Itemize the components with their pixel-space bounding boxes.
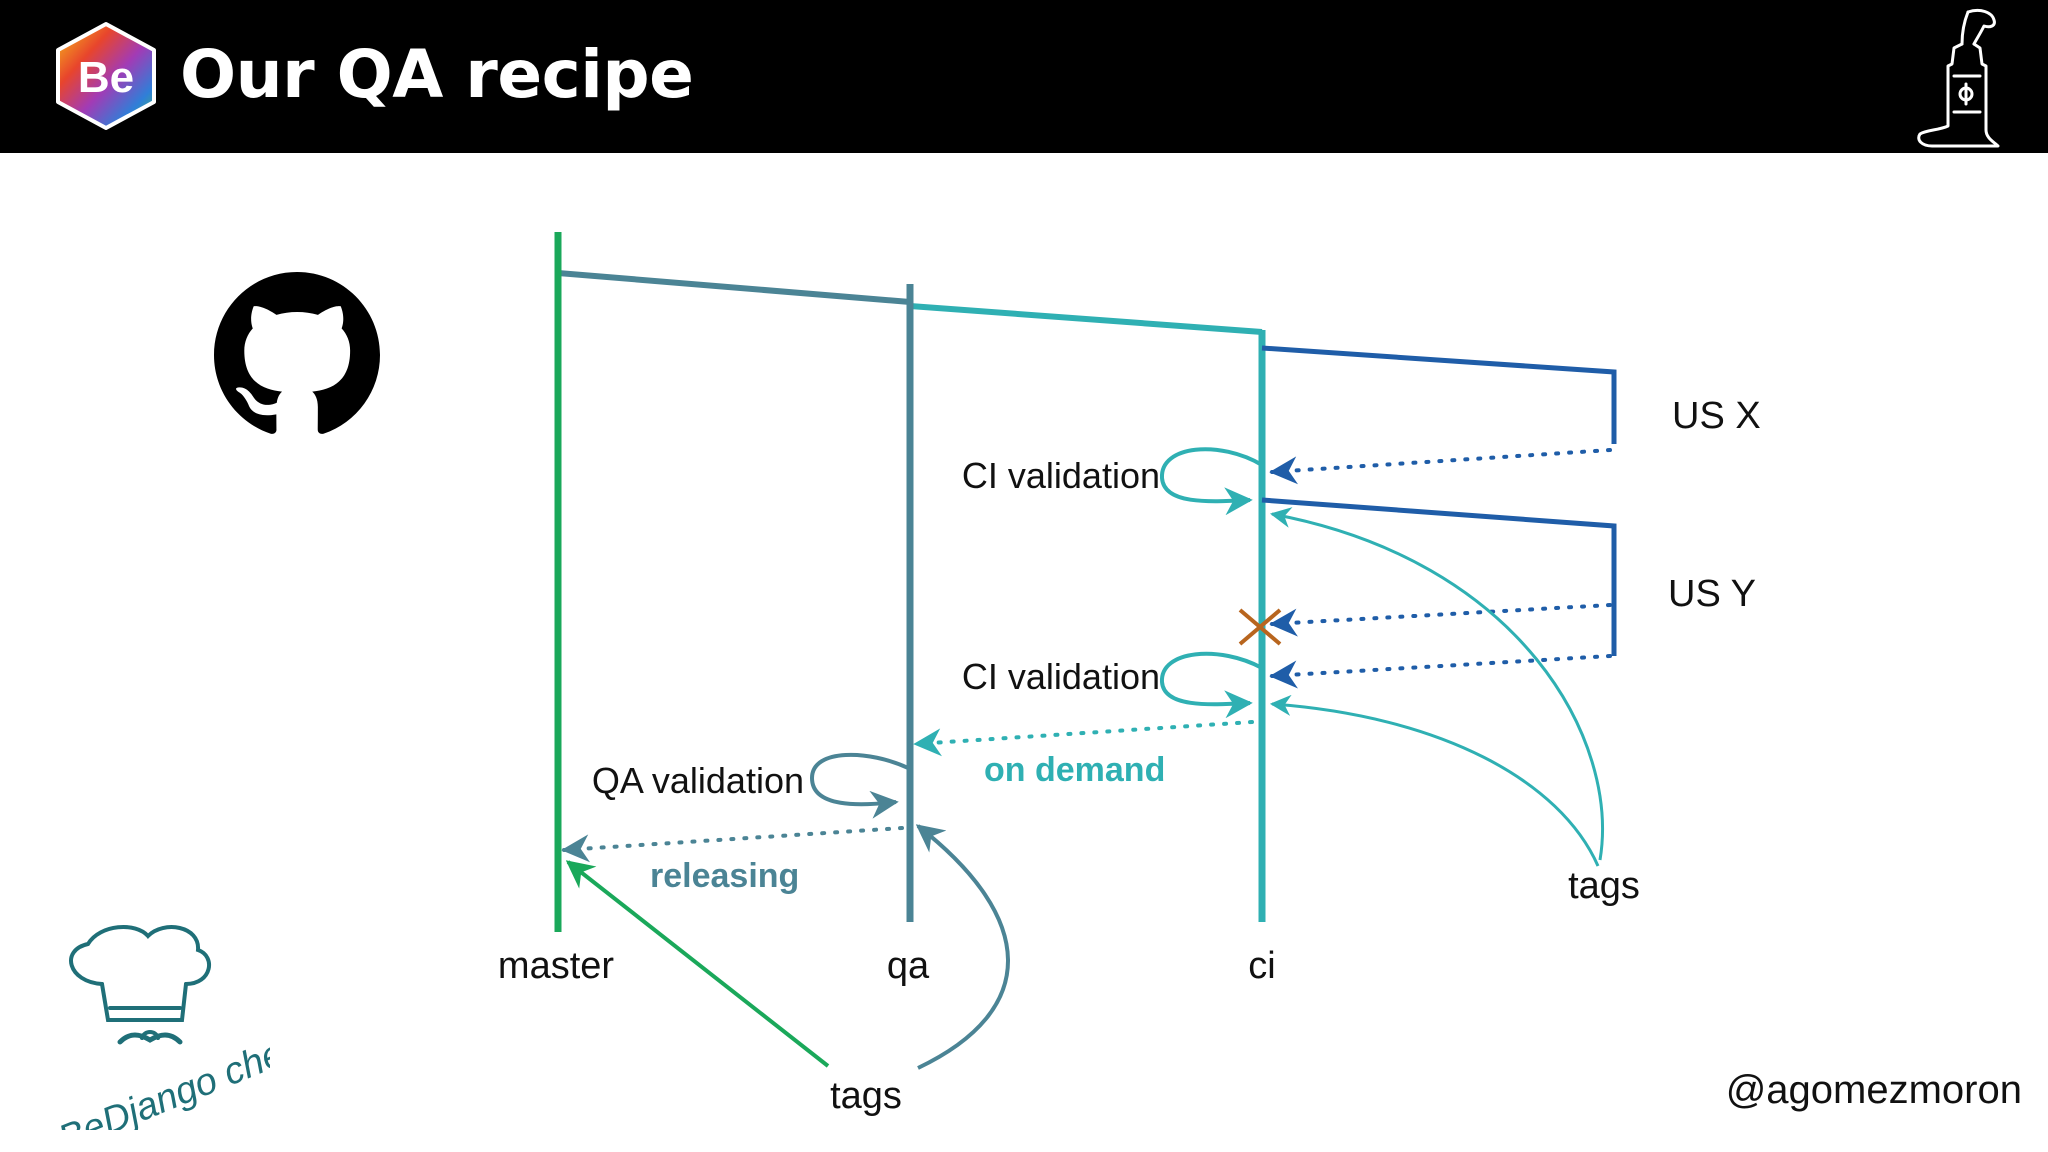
tags-arrow-ci-2 [1269, 694, 1600, 867]
header-bar: Be Our QA recipe [0, 0, 2048, 153]
failure-cross-icon [1238, 608, 1282, 646]
chef-logo-text: BeDjango chef [53, 1027, 270, 1130]
on-demand-arrow [913, 720, 1254, 757]
ci-validation-loop-2 [1159, 651, 1263, 719]
ci-branch-label: ci [1248, 945, 1275, 987]
qa-ci-connector [909, 303, 1263, 335]
us-y-merge-arrow [1269, 654, 1612, 689]
us-x-label: US X [1672, 395, 1761, 437]
us-x-branch [1261, 345, 1617, 444]
master-qa-connector [557, 270, 911, 305]
ci-validation-label-1: CI validation [962, 455, 1160, 496]
tags-arrow-master [565, 860, 830, 1068]
tags-label-bottom: tags [830, 1075, 902, 1117]
tags-arrow-ci-1 [1269, 507, 1604, 861]
tags-arrow-qa [915, 824, 1010, 1070]
qa-branch-label: qa [887, 945, 930, 987]
releasing-label: releasing [650, 857, 799, 895]
us-x-merge-arrow [1269, 448, 1612, 485]
be-logo-icon: Be [52, 20, 160, 132]
releasing-arrow [561, 826, 904, 863]
us-y-branch [1261, 497, 1617, 656]
be-logo-text: Be [78, 53, 134, 102]
cowboy-boot-icon [1910, 4, 2010, 152]
chef-logo: BeDjango chef [40, 920, 303, 1152]
author-handle: @agomezmoron [1725, 1068, 2022, 1112]
tags-label-right: tags [1568, 865, 1640, 907]
us-y-failed-merge-arrow [1269, 603, 1612, 637]
chef-hat-icon [69, 924, 211, 1022]
us-y-label: US Y [1668, 573, 1756, 615]
github-icon [214, 272, 380, 438]
ci-validation-label-2: CI validation [962, 656, 1160, 697]
qa-validation-label: QA validation [592, 760, 804, 801]
master-branch-label: master [498, 945, 614, 987]
ci-validation-loop-1 [1159, 447, 1264, 516]
on-demand-label: on demand [984, 751, 1165, 789]
page-title: Our QA recipe [180, 36, 694, 113]
qa-validation-loop [809, 752, 909, 819]
